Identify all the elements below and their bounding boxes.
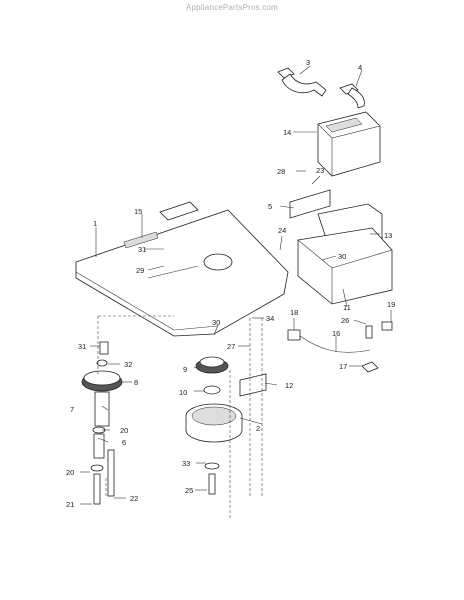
spring-15 — [123, 231, 159, 249]
callout-9: 9 — [183, 365, 187, 374]
callout-20-bottom: 20 — [66, 468, 74, 477]
callout-7: 7 — [70, 405, 74, 414]
leader-lines — [80, 65, 392, 505]
fitting-18 — [287, 329, 301, 341]
callout-4: 4 — [358, 63, 362, 72]
callout-14: 14 — [283, 128, 291, 137]
washer-32 — [96, 359, 108, 367]
bushing-20-bottom — [90, 464, 104, 472]
exhaust-pipe-left — [281, 73, 327, 97]
washer-33 — [204, 462, 220, 470]
callout-34: 34 — [266, 314, 274, 323]
callout-32: 32 — [124, 360, 132, 369]
mounting-plate — [75, 201, 289, 337]
callout-33: 33 — [182, 459, 190, 468]
callout-31-left: 31 — [78, 342, 86, 351]
callout-labels: 1 2 3 4 5 6 7 8 9 10 11 12 13 14 15 16 1… — [66, 58, 395, 509]
callout-21: 21 — [66, 500, 74, 509]
spacer-7 — [94, 391, 110, 427]
bolt-31 — [99, 341, 109, 355]
arm-6 — [93, 433, 105, 459]
callout-31-top: 31 — [138, 245, 146, 254]
callout-26: 26 — [341, 316, 349, 325]
callout-11: 11 — [343, 303, 351, 312]
bracket-5 — [289, 189, 331, 219]
callout-27: 27 — [227, 342, 235, 351]
watermark-text: AppliancePartsPros.com — [186, 3, 278, 12]
callout-12: 12 — [285, 381, 293, 390]
callout-30-right: 30 — [338, 252, 346, 261]
callout-13: 13 — [384, 231, 392, 240]
bolt-21 — [93, 473, 101, 505]
callout-23: 23 — [316, 166, 324, 175]
callout-25: 25 — [185, 486, 193, 495]
callout-24: 24 — [278, 226, 286, 235]
plate-1 — [75, 209, 289, 337]
shield-13 — [297, 227, 393, 305]
shield-assembly — [289, 189, 393, 305]
callout-18: 18 — [290, 308, 298, 317]
callout-30-center: 30 — [212, 318, 220, 327]
callout-15: 15 — [134, 207, 142, 216]
cable-16 — [299, 335, 371, 353]
callout-22: 22 — [130, 494, 138, 503]
clamp-17 — [361, 361, 379, 373]
callout-6: 6 — [122, 438, 126, 447]
callout-29: 29 — [136, 266, 144, 275]
callout-3: 3 — [306, 58, 310, 67]
callout-2: 2 — [256, 424, 260, 433]
bolt-25 — [208, 473, 216, 495]
callout-8: 8 — [134, 378, 138, 387]
callout-10: 10 — [179, 388, 187, 397]
callout-1: 1 — [93, 219, 97, 228]
exhaust-pipe-right — [347, 87, 365, 109]
spacer-10 — [203, 385, 221, 395]
plate-tab — [159, 201, 199, 221]
callout-17: 17 — [339, 362, 347, 371]
callout-19: 19 — [387, 300, 395, 309]
muffler-assembly — [277, 67, 381, 177]
callout-28: 28 — [277, 167, 285, 176]
callout-5: 5 — [268, 202, 272, 211]
bolt-26 — [365, 325, 373, 339]
plate-hole — [203, 253, 233, 271]
cap-19 — [381, 321, 393, 331]
idler-pulley-stack — [81, 341, 123, 505]
clutch-stack — [185, 356, 267, 495]
callout-20-top: 20 — [120, 426, 128, 435]
callout-16: 16 — [332, 329, 340, 338]
cable-assembly — [287, 321, 393, 373]
bracket-12 — [239, 373, 267, 397]
bolt-22 — [107, 449, 115, 497]
